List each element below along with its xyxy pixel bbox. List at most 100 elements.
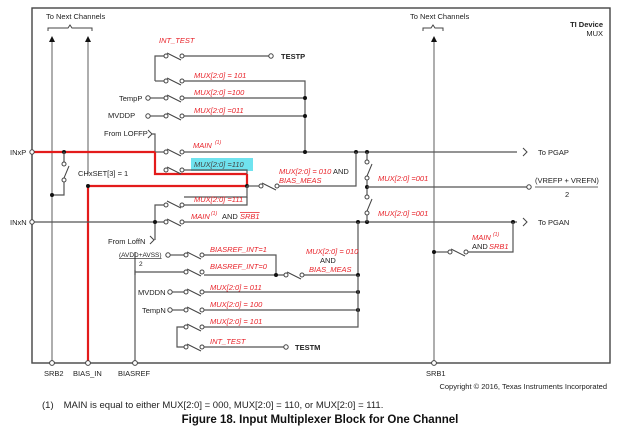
switch-terminal	[179, 78, 185, 84]
junction-dot	[274, 273, 278, 277]
device-subtitle: MUX	[586, 29, 603, 38]
chxset-label: CHxSET[3] = 1	[78, 169, 128, 178]
mux111-switch[interactable]	[166, 200, 182, 209]
to-pgap-arrow-icon	[522, 147, 528, 157]
vref-numerator: (VREFP + VREFN)	[535, 176, 599, 185]
bias-in-arrow-icon	[85, 36, 91, 42]
switch-terminal	[364, 159, 370, 165]
footnote-text: MAIN is equal to either MUX[2:0] = 000, …	[63, 400, 384, 411]
loffp-wire	[152, 133, 156, 152]
biasref-int0-switch[interactable]	[186, 268, 202, 277]
biasref-pin[interactable]	[132, 360, 138, 366]
mvddn-terminal	[167, 289, 173, 295]
device-title: TI Device	[570, 20, 603, 29]
from-loffn-label: From LoffN	[108, 237, 145, 246]
bias-meas-p-label-2: BIAS_MEAS	[279, 176, 322, 185]
brace-left	[47, 24, 93, 31]
srb2-pin[interactable]	[49, 360, 55, 366]
mux001-a-switch[interactable]	[366, 163, 373, 177]
vref-denominator: 2	[565, 190, 569, 199]
bias-in-pin[interactable]	[85, 360, 91, 366]
mux111-wire-3	[154, 204, 164, 240]
testp-terminal	[268, 53, 274, 59]
switch-terminal	[61, 177, 67, 183]
mux100-n-switch[interactable]	[186, 306, 202, 315]
biasref-label: BIASREF	[118, 369, 151, 378]
brace-right	[422, 24, 444, 31]
switch-terminal	[163, 53, 169, 59]
vref-terminal	[526, 184, 532, 190]
int-test-n-label: INT_TEST	[210, 337, 247, 346]
main-p-switch[interactable]	[166, 148, 182, 157]
int-test-p-switch[interactable]	[166, 52, 182, 61]
switch-terminal	[199, 344, 205, 350]
to-pgan-arrow-icon	[522, 217, 528, 227]
mux100-p-switch[interactable]	[166, 94, 182, 103]
bias-meas-n-label-2: BIAS_MEAS	[309, 265, 352, 274]
junction-dot	[86, 184, 90, 188]
mux101-p-switch[interactable]	[166, 77, 182, 86]
mux110-label: MUX[2:0] =110	[194, 160, 245, 169]
bias-meas-n-and: AND	[320, 256, 336, 265]
srb2-arrow-icon	[49, 36, 55, 42]
switch-terminal	[199, 324, 205, 330]
from-loffp-label: From LOFFP	[104, 129, 148, 138]
switch-terminal	[299, 272, 305, 278]
switch-terminal	[183, 269, 189, 275]
junction-dot	[303, 114, 307, 118]
switch-terminal	[364, 210, 370, 216]
mux011-p-switch[interactable]	[166, 112, 182, 121]
srb1-pin[interactable]	[431, 360, 437, 366]
main-p-label: MAIN	[193, 141, 212, 150]
mux011-n-switch[interactable]	[186, 288, 202, 297]
bias-meas-n-switch[interactable]	[286, 271, 302, 280]
switch-terminal	[163, 78, 169, 84]
bias-meas-p-switch[interactable]	[261, 182, 277, 191]
mux-diagram: TI Device MUX To Next Channels To Next C…	[10, 7, 611, 391]
loffp-arrow-icon	[147, 129, 153, 139]
switch-terminal	[179, 113, 185, 119]
switch-terminal	[183, 252, 189, 258]
srb2-label: SRB2	[44, 369, 64, 378]
int-test-p-label: INT_TEST	[159, 36, 196, 45]
testm-terminal	[283, 344, 289, 350]
srb1-label: SRB1	[426, 369, 446, 378]
switch-terminal	[179, 95, 185, 101]
chxset-switch[interactable]	[63, 165, 70, 179]
int-test-n-switch[interactable]	[186, 343, 202, 352]
main-srb1-r-wire-out	[468, 222, 514, 253]
mux101-p-label: MUX[2:0] = 101	[194, 71, 246, 80]
junction-dot	[50, 193, 54, 197]
main-srb1-r-and: AND	[472, 242, 488, 251]
main-n-and: AND	[222, 212, 238, 221]
avdd-avss-numerator: (AVDD+AVSS)	[119, 252, 162, 259]
switch-terminal	[179, 219, 185, 225]
main-n-switch[interactable]	[166, 218, 182, 227]
testm-loop-wire	[176, 326, 186, 348]
switch-terminal	[183, 307, 189, 313]
biasref-int1-switch[interactable]	[186, 251, 202, 260]
mux110-switch[interactable]	[166, 166, 182, 175]
bias-meas-n-label-1: MUX[2:0] = 010	[306, 247, 359, 256]
switch-terminal	[183, 289, 189, 295]
mux101-n-switch[interactable]	[186, 323, 202, 332]
switch-terminal	[183, 344, 189, 350]
main-n-srb1: SRB1	[240, 212, 260, 221]
inxp-terminal	[29, 149, 35, 155]
mux001-b-switch[interactable]	[366, 198, 373, 212]
main-srb1-r-switch[interactable]	[450, 248, 466, 257]
mux110-red-path	[153, 152, 247, 176]
mvddp-label: MVDDP	[108, 111, 135, 120]
main-n-footnote: (1)	[211, 211, 217, 217]
bias-meas-p-wire-out	[279, 152, 357, 187]
testm-label: TESTM	[295, 343, 320, 352]
junction-dot	[153, 220, 157, 224]
next-channels-right-label: To Next Channels	[410, 12, 469, 21]
testp-label: TESTP	[281, 52, 305, 61]
biasref-int1-label: BIASREF_INT=1	[210, 245, 267, 254]
mux011-p-label: MUX[2:0] =011	[194, 106, 244, 115]
switch-terminal	[163, 167, 169, 173]
mux111-wire-2	[184, 197, 248, 206]
switch-terminal	[179, 167, 185, 173]
switch-terminal	[199, 307, 205, 313]
